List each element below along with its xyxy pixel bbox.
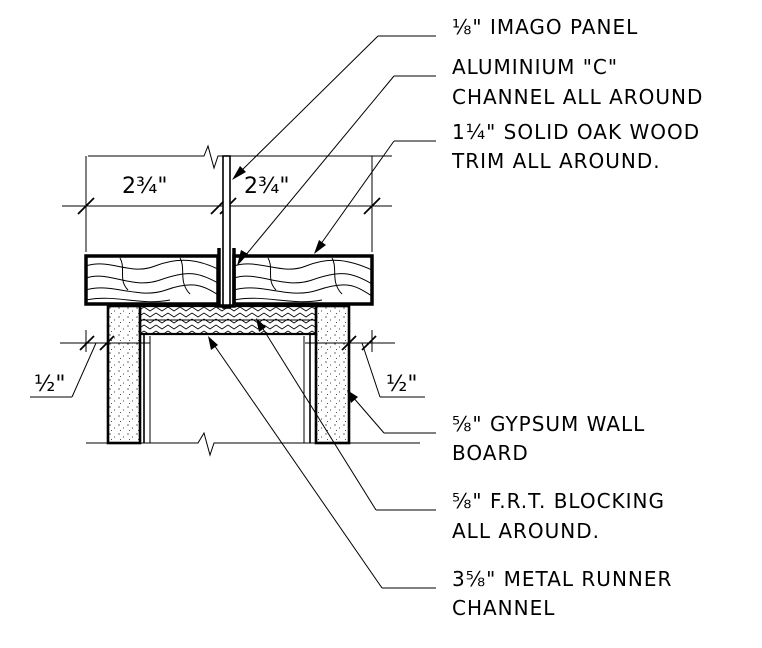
frt-blocking: [138, 304, 318, 336]
trim-left-dimension: 2¾": [122, 174, 167, 199]
gyp-dimension-lines: [30, 330, 425, 398]
callout-frt-blocking-line-1: ⅝" F.R.T. BLOCKING: [452, 489, 665, 513]
leader-lines: [208, 35, 436, 589]
imago-panel: [222, 155, 231, 309]
callout-gypsum-board-line-1: ⅝" GYPSUM WALL: [452, 412, 645, 436]
callout-aluminium-channel-line-1: ALUMINIUM "C": [452, 55, 618, 79]
oak-trim-left: [84, 254, 220, 306]
gypsum-board-right: [314, 304, 351, 445]
callout-oak-trim-line-1: 1¼" SOLID OAK WOOD: [452, 120, 700, 144]
gypsum-board-left: [106, 304, 142, 445]
callout-metal-runner-line-2: CHANNEL: [452, 596, 555, 620]
callout-frt-blocking-line-2: ALL AROUND.: [452, 519, 600, 543]
metal-runner-channel: [142, 333, 312, 443]
callout-imago-panel: ⅛" IMAGO PANEL: [452, 15, 638, 39]
trim-right-dimension: 2¾": [244, 174, 289, 199]
gyp-left-dimension: ½": [34, 372, 65, 397]
callout-oak-trim-line-2: TRIM ALL AROUND.: [451, 149, 661, 173]
oak-trim-right: [232, 254, 374, 306]
callout-aluminium-channel-line-2: CHANNEL ALL AROUND: [452, 85, 703, 109]
callout-metal-runner-line-1: 3⅝" METAL RUNNER: [452, 567, 672, 591]
callout-gypsum-board-line-2: BOARD: [452, 441, 529, 465]
gyp-right-dimension: ½": [386, 372, 417, 397]
